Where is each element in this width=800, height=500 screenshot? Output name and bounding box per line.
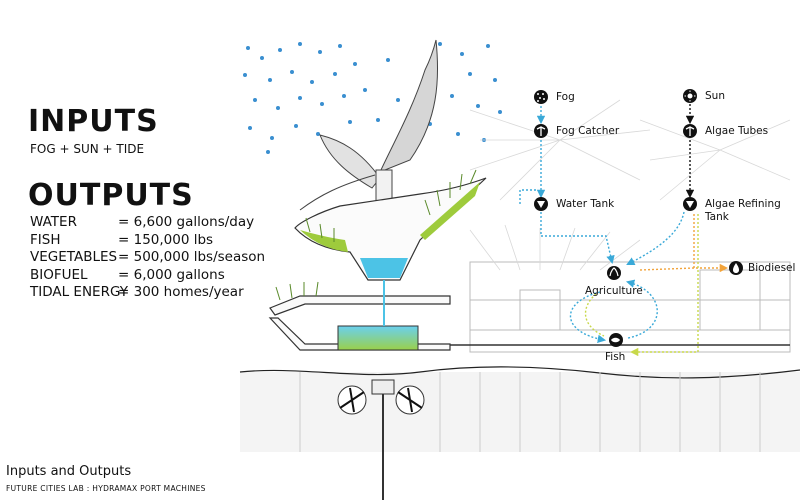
output-label: BIOFUEL — [30, 266, 88, 283]
output-row-fish: FISH = 150,000 lbs — [30, 232, 265, 250]
biodiesel-label: Biodiesel — [748, 262, 796, 274]
fish-label: Fish — [605, 351, 626, 363]
algae-refining-label-line1: Algae Refining — [705, 198, 781, 210]
output-row-biofuel: BIOFUEL = 6,000 gallons — [30, 267, 265, 285]
algae-refining-tank-icon — [683, 197, 697, 211]
biodiesel-icon — [729, 261, 743, 275]
upper-planter — [294, 169, 487, 281]
lower-deck — [268, 280, 451, 351]
inputs-heading: INPUTS — [28, 104, 159, 139]
fog-catcher-icon — [534, 124, 548, 138]
tidal-turbines — [337, 379, 425, 500]
fog-icon — [534, 90, 548, 104]
sun-icon — [683, 89, 697, 103]
output-value: = 6,600 gallons/day — [118, 214, 255, 230]
inputs-summary: FOG + SUN + TIDE — [30, 142, 145, 156]
output-label: WATER — [30, 214, 77, 230]
fog-label: Fog — [556, 91, 575, 103]
output-value: = 500,000 lbs/season — [118, 249, 266, 265]
agriculture-icon — [607, 266, 621, 280]
fish-icon — [609, 333, 623, 347]
fog-droplets — [243, 42, 502, 154]
output-label: TIDAL ENERGY — [30, 284, 129, 300]
flow-arrows — [519, 104, 729, 357]
output-value: = 150,000 lbs — [118, 231, 214, 248]
algae-tubes-label: Algae Tubes — [705, 125, 769, 137]
agriculture-label: Agriculture — [585, 285, 643, 297]
figure-credit: FUTURE CITIES LAB : HYDRAMAX PORT MACHIN… — [6, 484, 206, 493]
outputs-table: WATER = 6,600 gallons/day FISH = 150,000… — [30, 214, 265, 302]
sea-section — [239, 366, 800, 452]
algae-refining-label-line2: Tank — [705, 211, 729, 223]
output-row-tidal-energy: TIDAL ENERGY = 300 homes/year — [30, 284, 265, 302]
output-value: = 6,000 gallons — [118, 266, 225, 283]
output-row-water: WATER = 6,600 gallons/day — [30, 214, 265, 232]
output-label: FISH — [30, 231, 61, 248]
sun-label: Sun — [705, 90, 725, 102]
fog-catcher-label: Fog Catcher — [556, 125, 620, 137]
figure-caption: Inputs and Outputs — [6, 464, 132, 479]
water-tank-label: Water Tank — [556, 198, 615, 210]
output-label: VEGETABLES — [30, 249, 118, 265]
output-row-vegetables: VEGETABLES = 500,000 lbs/season — [30, 249, 265, 267]
water-tank-icon — [534, 197, 548, 211]
outputs-heading: OUTPUTS — [28, 178, 194, 213]
algae-tubes-icon — [683, 124, 697, 138]
output-value: = 300 homes/year — [118, 284, 244, 300]
radial-structures — [469, 99, 791, 271]
